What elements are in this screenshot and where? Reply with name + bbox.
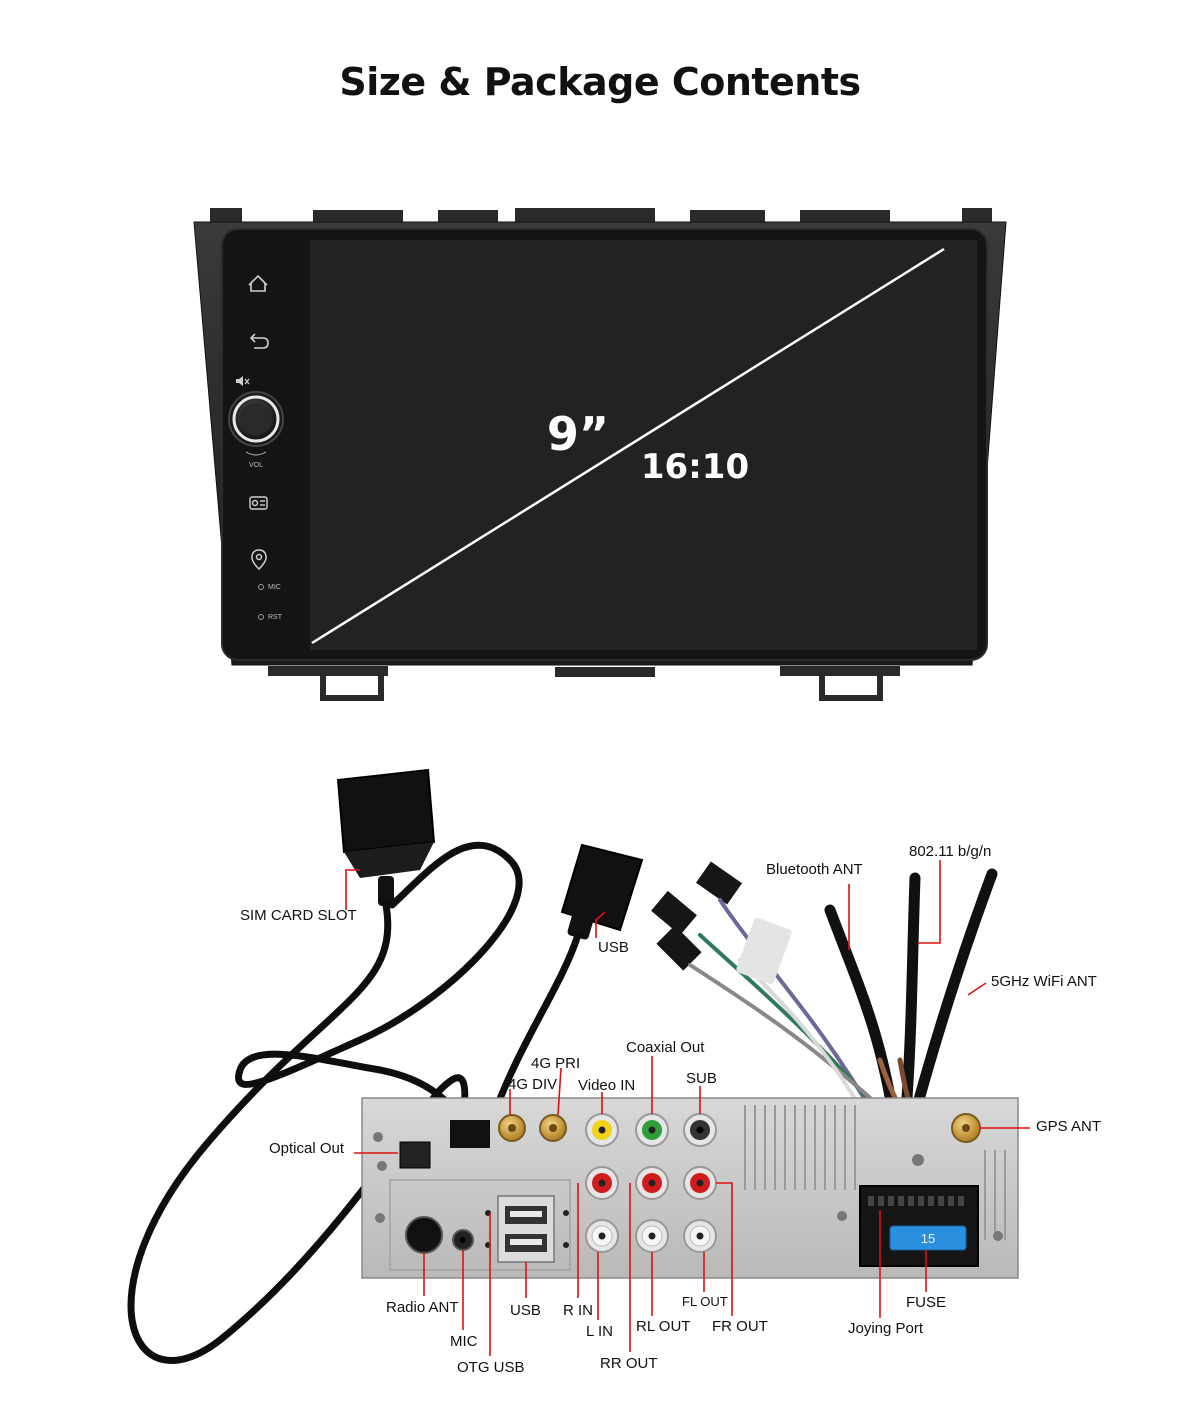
rca-l-in[interactable] xyxy=(585,1219,619,1253)
diagonal-line xyxy=(311,247,945,645)
label-optical-out: Optical Out xyxy=(269,1140,345,1157)
label-4g-pri: 4G PRI xyxy=(531,1055,580,1072)
rca-r-in[interactable] xyxy=(585,1166,619,1200)
label-radio-ant: Radio ANT xyxy=(386,1299,459,1316)
label-sub: SUB xyxy=(686,1070,717,1087)
reset-hole[interactable] xyxy=(258,614,264,620)
rca-coaxial-out[interactable] xyxy=(635,1113,669,1147)
label-5ghz-wifi-ant: 5GHz WiFi ANT xyxy=(991,973,1097,990)
rca-video-in[interactable] xyxy=(585,1113,619,1147)
back-panel: 15 xyxy=(361,1097,1019,1279)
vol-label: VOL xyxy=(249,462,263,469)
aspect-ratio-label: 16:10 xyxy=(641,447,749,487)
display-area xyxy=(310,240,977,650)
usb-connector xyxy=(560,843,644,932)
label-fuse: FUSE xyxy=(906,1294,946,1311)
vol-arc xyxy=(245,451,267,456)
home-icon[interactable] xyxy=(248,274,268,292)
label-gps-ant: GPS ANT xyxy=(1036,1118,1101,1135)
mute-icon[interactable] xyxy=(236,376,250,386)
page-title: Size & Package Contents xyxy=(339,60,861,104)
label-otg-usb: OTG USB xyxy=(457,1359,525,1376)
rca-rr-out[interactable] xyxy=(635,1166,669,1200)
label-4g-div: 4G DIV xyxy=(508,1076,557,1093)
label-fr-out: FR OUT xyxy=(712,1318,768,1335)
label-sim-card-slot: SIM CARD SLOT xyxy=(240,907,357,924)
label-80211-bgn: 802.11 b/g/n xyxy=(909,843,991,860)
back-icon[interactable] xyxy=(249,333,269,349)
sim-card-slot-box xyxy=(336,768,436,854)
radio-ant-port[interactable] xyxy=(405,1216,443,1254)
label-bluetooth-ant: Bluetooth ANT xyxy=(766,861,863,878)
bottom-mount-tabs xyxy=(268,666,900,701)
rst-label: RST xyxy=(268,614,283,621)
cable-harness xyxy=(127,768,998,1364)
label-fl-out: FL OUT xyxy=(682,1294,728,1309)
label-usb-cable: USB xyxy=(598,939,629,956)
rca-fl-out[interactable] xyxy=(683,1219,717,1253)
fuse: 15 xyxy=(889,1225,967,1251)
label-r-in: R IN xyxy=(563,1302,593,1319)
navigation-icon[interactable] xyxy=(251,549,267,571)
label-usb-port: USB xyxy=(510,1302,541,1319)
label-rr-out: RR OUT xyxy=(600,1355,658,1372)
label-l-in: L IN xyxy=(586,1323,613,1340)
fuse-value: 15 xyxy=(921,1231,935,1246)
volume-knob[interactable] xyxy=(228,391,284,447)
rca-sub[interactable] xyxy=(683,1113,717,1147)
mic-label: MIC xyxy=(268,584,281,591)
rca-rl-out[interactable] xyxy=(635,1219,669,1253)
rca-fr-out[interactable] xyxy=(683,1166,717,1200)
callout-labels: SIM CARD SLOT USB Bluetooth ANT 802.11 b… xyxy=(240,843,1101,1376)
label-rl-out: RL OUT xyxy=(636,1318,690,1335)
label-video-in: Video IN xyxy=(578,1077,635,1094)
label-coaxial-out: Coaxial Out xyxy=(626,1039,705,1056)
screen-size-label: 9” xyxy=(547,407,609,461)
head-unit-front: 9” 16:10 VOL MIC RS xyxy=(193,208,1007,701)
top-clips xyxy=(210,208,992,224)
leader-lines xyxy=(345,860,1030,1356)
label-mic: MIC xyxy=(450,1333,478,1350)
optical-out-port[interactable] xyxy=(399,1141,431,1169)
label-joying-port: Joying Port xyxy=(848,1320,924,1337)
radio-icon[interactable] xyxy=(249,496,268,510)
usb-ports[interactable] xyxy=(497,1195,555,1263)
mic-hole xyxy=(258,584,264,590)
